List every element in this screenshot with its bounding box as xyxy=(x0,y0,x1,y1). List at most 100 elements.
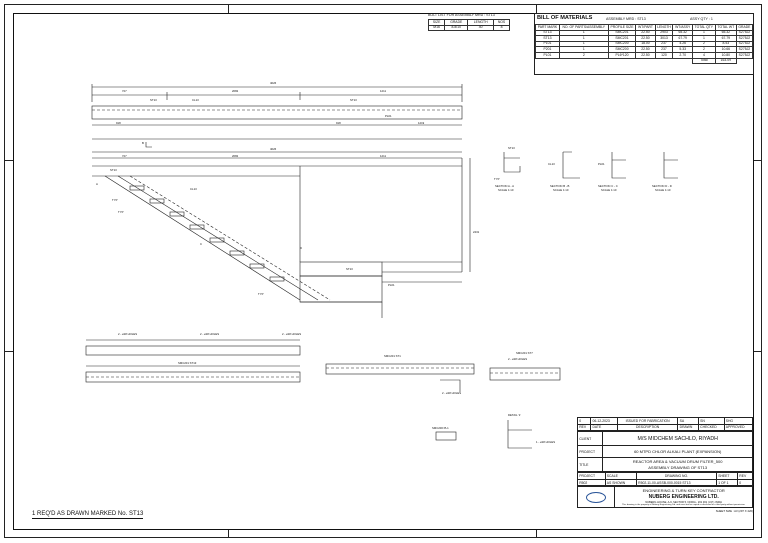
bom-header: LENGTH xyxy=(654,24,674,31)
border-tick xyxy=(536,4,537,13)
border-tick xyxy=(536,530,537,538)
step-tread xyxy=(249,263,265,269)
dim-label: 727 xyxy=(122,89,127,93)
dim-label: 918 xyxy=(116,121,121,125)
detail-plate xyxy=(435,431,457,441)
bolt-cell: 8.8/10 xyxy=(444,24,469,32)
dim-label: 1219 xyxy=(418,121,425,125)
platform-beam xyxy=(299,275,383,303)
part-mark: ST13 xyxy=(346,267,353,271)
rev-header: DATE xyxy=(590,423,618,432)
dim-label: 2082 xyxy=(232,89,239,93)
beam-outline xyxy=(91,105,463,120)
section-marker xyxy=(145,142,152,148)
bom-assembly: ASSEMBLY MRD : ST13 xyxy=(606,17,646,21)
dim-label: 1211 xyxy=(380,89,387,93)
proj-header: SCALE xyxy=(604,472,637,480)
proj-header: DRAWING NO. xyxy=(635,472,718,480)
rev-cell: 0 xyxy=(576,417,592,425)
disclaimer: This drawing is the property of Nuberg E… xyxy=(622,504,746,507)
step-tread xyxy=(149,198,165,204)
rev-header: DRAWN xyxy=(677,423,699,432)
proj-header: SHEET xyxy=(715,472,739,480)
bolt-cell: 8 xyxy=(493,24,510,32)
dim-label: 2082 xyxy=(232,154,239,158)
part-mark: ST13 xyxy=(350,98,357,102)
part-mark: ST13 xyxy=(110,168,117,172)
dim-label: 2431 xyxy=(473,230,480,234)
company-name: NUBERG ENGINEERING LTD. xyxy=(648,494,719,501)
rev-header: REV xyxy=(576,423,592,432)
section-title: SECTION A - A xyxy=(495,184,514,188)
client-name: M/S MIDCHEM SACHLO, RIYADH xyxy=(602,431,753,447)
bolt-list-title: BOLT LIST FOR ASSEMBLY MRD : ST13 xyxy=(428,13,495,17)
dim-label: 727 xyxy=(122,154,127,158)
proj-cell: R502 xyxy=(577,478,606,487)
part-mark: CL13 xyxy=(548,162,555,166)
proj-cell: 0 xyxy=(737,478,753,487)
project-label: PROJECT xyxy=(576,445,604,459)
section-a-shape xyxy=(503,152,521,173)
step-tread xyxy=(229,250,245,256)
hole-note: 1 - ⌀18 HOLES xyxy=(536,440,556,444)
typ-note: TYP xyxy=(258,292,264,296)
typ-note: TYP xyxy=(118,210,124,214)
profile-label: SMC200 PL1 xyxy=(432,426,449,430)
border-tick xyxy=(754,160,762,161)
section-d-shape xyxy=(663,152,678,179)
proj-header: REV xyxy=(737,472,753,480)
revision-row: 0 06-12-2023 ISSUED FOR FABRICATION SA S… xyxy=(576,417,754,425)
border-tick xyxy=(228,4,229,13)
company-tagline: ENGINEERING & TURN KEY CONTRACTOR xyxy=(642,488,725,494)
profile-label: SMC201 ST1 xyxy=(384,354,401,358)
drawing-number: R502-11-00-ASSB-000-0015 ST13 xyxy=(635,478,718,487)
bom-frame xyxy=(534,13,754,75)
section-scale: SCALE 1:10 xyxy=(498,188,514,192)
bolt-cell: M16 xyxy=(427,24,446,32)
part-mark: PL01 xyxy=(385,114,392,118)
beam-outline xyxy=(85,345,301,356)
rev-header: DESCRIPTION xyxy=(616,423,679,432)
border-tick xyxy=(4,351,13,352)
hole-callout xyxy=(440,379,461,392)
outer-border xyxy=(4,4,762,538)
section-b-shape xyxy=(562,151,580,179)
hidden-stringer xyxy=(129,175,331,301)
section-title: SECTION D - D xyxy=(652,184,672,188)
hole-note: 2 - ⌀18 HOLES xyxy=(282,332,302,336)
bom-cell: 120 xyxy=(654,52,674,59)
part-mark: ST13 xyxy=(508,146,515,150)
stringer-line xyxy=(104,175,301,301)
bom-header: NO. OF PARTS/ASSEMBLY xyxy=(558,24,609,31)
rev-header: CHECKED xyxy=(697,423,725,432)
bom-header: GRADE xyxy=(735,24,754,31)
bom-assy-qty: ASSY QTY : 1 xyxy=(690,17,713,21)
step-tread xyxy=(189,224,205,230)
assembly-note: 1 REQ'D AS DRAWN MARKED No. ST13 xyxy=(32,511,144,519)
dim-label: 918 xyxy=(336,121,341,125)
drawing-title-line1: REACTOR AREA & VACUUM DRUM FILTER_500 xyxy=(632,459,723,465)
dim-label: 4026 xyxy=(270,81,277,85)
section-c-shape xyxy=(611,152,626,179)
step-tread xyxy=(209,237,225,243)
bom-title: BILL OF MATERIALS xyxy=(537,15,593,21)
revision-header: REV DATE DESCRIPTION DRAWN CHECKED APPRO… xyxy=(576,423,754,432)
border-tick xyxy=(228,530,229,538)
bom-cell: 163.09 xyxy=(714,57,737,65)
title-block: 0 06-12-2023 ISSUED FOR FABRICATION SA S… xyxy=(576,417,754,530)
bom-cell: PL01 xyxy=(535,52,560,59)
proj-cell: 1 OF 1 xyxy=(715,478,739,487)
part-mark: ST13 xyxy=(150,98,157,102)
part-mark: CL13 xyxy=(190,187,197,191)
dim-label: 4026 xyxy=(270,147,277,151)
hole-note: 2 - ⌀18 HOLES xyxy=(442,391,462,395)
bom-cell: 22.50 xyxy=(635,52,656,59)
bom-cell: 2 xyxy=(558,52,609,59)
part-mark: PL01 xyxy=(598,162,605,166)
client-label: CLIENT xyxy=(576,431,604,447)
detail-1-shape xyxy=(507,420,532,449)
